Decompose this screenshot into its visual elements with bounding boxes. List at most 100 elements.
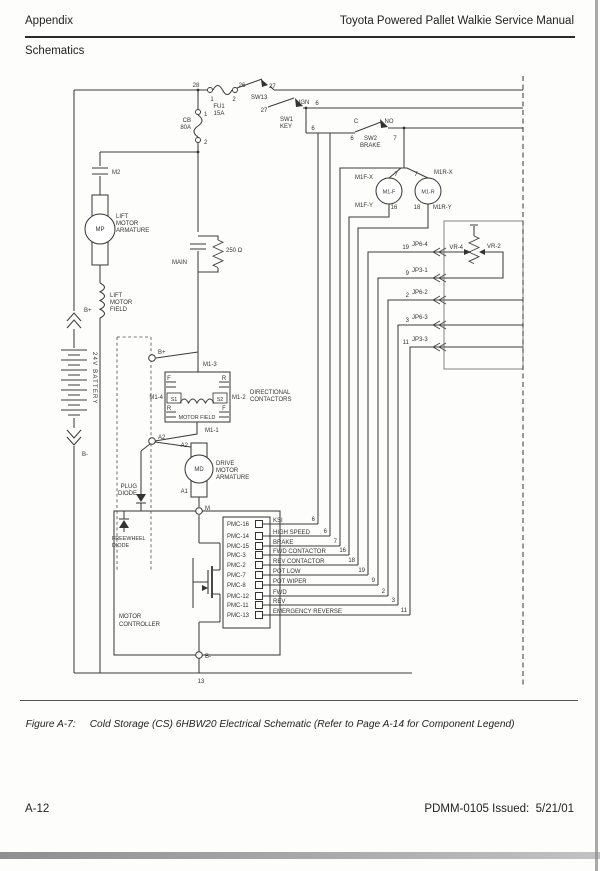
pin-wire: 2 [382, 589, 386, 595]
pin-label: PMC-16 [227, 522, 250, 528]
pot-wiper-arrow-icon [464, 249, 471, 255]
lift-motor-tag: MP [96, 227, 105, 233]
sw2-sublabel: BRAKE [360, 143, 380, 149]
pin-wire: 18 [348, 558, 355, 564]
document-id-issued-date: PDMM-0105 Issued: 5/21/01 [424, 803, 574, 815]
b-minus-connector-label: B- [82, 452, 88, 458]
pin-signal: REV [273, 599, 285, 605]
b-plus-connector-arrows [66, 312, 82, 329]
motor-controller-label: MOTOR [119, 614, 142, 620]
pin-label: PMC-11 [227, 603, 249, 609]
motor-controller-label: CONTROLLER [119, 622, 161, 628]
terminal-label: NO [385, 119, 394, 125]
sw13-blade [236, 78, 275, 91]
b-minus-node-label: B- [205, 654, 211, 660]
wire-label: 27 [261, 108, 268, 114]
pin-wire: 11 [401, 608, 408, 614]
controller-pin-row: PMC-16 KSI 6 [227, 517, 316, 528]
header-manual-title: Toyota Powered Pallet Walkie Service Man… [339, 15, 574, 27]
pin-label: PMC-13 [227, 613, 250, 619]
controller-pin-row: PMC-8 POT WIPER 9 [227, 578, 376, 589]
wire-label: 7 [394, 172, 398, 178]
jp-name: JP6-3 [412, 315, 428, 321]
resistor-label: 250 Ω [226, 248, 243, 254]
figure-caption-label: Figure A-7: [25, 719, 76, 730]
junction-dot [304, 106, 308, 110]
wire-label: 6 [350, 136, 354, 142]
terminal-label: 1 [204, 112, 208, 118]
battery-label: 24V BATTERY [91, 352, 97, 405]
lift-field-label: LIFT [110, 293, 123, 299]
pin-wire: 16 [339, 548, 346, 554]
pin-signal: KSI [273, 518, 283, 524]
jp-wire: 2 [406, 293, 410, 299]
lift-circuit-labels: M2 MP LIFT MOTOR ARMATURE LIFT MOTOR FIE… [82, 170, 243, 458]
jp-name: JP6-4 [412, 242, 428, 248]
lift-armature-label: MOTOR [116, 221, 139, 227]
m1f-x-label: M1F-X [355, 175, 373, 181]
jp-name: JP3-3 [412, 337, 428, 343]
junction-dot [196, 150, 200, 154]
scan-artifact-bottom-bar [0, 852, 600, 859]
ign-label: IGN [299, 100, 310, 106]
m1-4-label: M1-4 [149, 395, 163, 401]
b-minus-node [195, 651, 203, 659]
drive-armature-label: ARMATURE [216, 475, 249, 481]
pin-label: PMC-15 [227, 544, 250, 550]
breaker-label: CB [183, 118, 191, 124]
sw2-blade [354, 121, 382, 133]
directional-contactors-label: DIRECTIONAL [250, 390, 291, 396]
drive-armature-label: DRIVE [216, 461, 234, 467]
jp-name: JP3-1 [412, 268, 428, 274]
wire-label: 16 [391, 205, 398, 211]
contact-r-label: R [167, 406, 172, 412]
controller-pin-row: PMC-3 FWD CONTACTOR 16 [227, 548, 347, 559]
controller-pin-row: PMC-7 POT LOW 19 [227, 568, 366, 579]
directional-contact-tips [166, 381, 229, 418]
m1r-coil-tag: M1-R [421, 190, 434, 196]
main-contact [190, 243, 206, 250]
plug-diode-label: PLUG [121, 484, 138, 490]
drive-motor-tag: MD [194, 467, 204, 473]
controller-logic-box [222, 516, 271, 629]
m1-1-label: M1-1 [205, 428, 219, 434]
fuse-element [212, 84, 233, 96]
b-minus-connector-arrows [66, 429, 82, 446]
lift-armature-label: LIFT [116, 214, 129, 220]
page-subsection-title: Schematics [25, 45, 85, 57]
pin-label: PMC-7 [227, 573, 246, 579]
freewheel-diode-label: FREEWHEEL [112, 536, 146, 542]
caption-rule [20, 700, 578, 701]
contact-f-label: F [222, 406, 226, 412]
header-rule [25, 36, 575, 38]
sw13-arrow-icon [261, 79, 268, 87]
sw2-label: SW2 [364, 136, 378, 142]
controller-pin-row: PMC-15 BRAKE 7 [227, 539, 338, 550]
handle-pot-box [443, 220, 524, 370]
m1f-coil-tag: M1-F [383, 190, 396, 196]
junction-dot [402, 126, 406, 130]
a2-node [148, 437, 156, 445]
fuse-label: FU1 [213, 104, 225, 110]
controller-pin-row: PMC-12 FWD 2 [227, 589, 386, 600]
terminal-label: 2 [232, 97, 236, 103]
scan-artifact-right-edge [595, 0, 598, 871]
m1r-y-label: M1R-Y [433, 205, 452, 211]
page-number: A-12 [25, 803, 50, 815]
breaker-element [193, 114, 203, 138]
freewheel-diode [119, 518, 129, 528]
contact-r-label: R [222, 376, 227, 382]
pin-label: PMC-2 [227, 563, 246, 569]
s1-label: S1 [171, 397, 178, 403]
b-plus-connector-label: B+ [84, 308, 92, 314]
drive-armature-label: MOTOR [216, 468, 239, 474]
wire-label: 6 [315, 101, 319, 107]
terminal-label: 1 [210, 97, 214, 103]
header-section-title: Appendix [25, 15, 73, 27]
pin-label: PMC-12 [227, 594, 250, 600]
terminal-label: 2 [204, 140, 208, 146]
directional-contactors-label: CONTACTORS [250, 397, 291, 403]
connector-boundary-dashed [116, 336, 152, 570]
breaker-terminal-1 [195, 109, 201, 115]
lift-field-label: MOTOR [110, 300, 133, 306]
